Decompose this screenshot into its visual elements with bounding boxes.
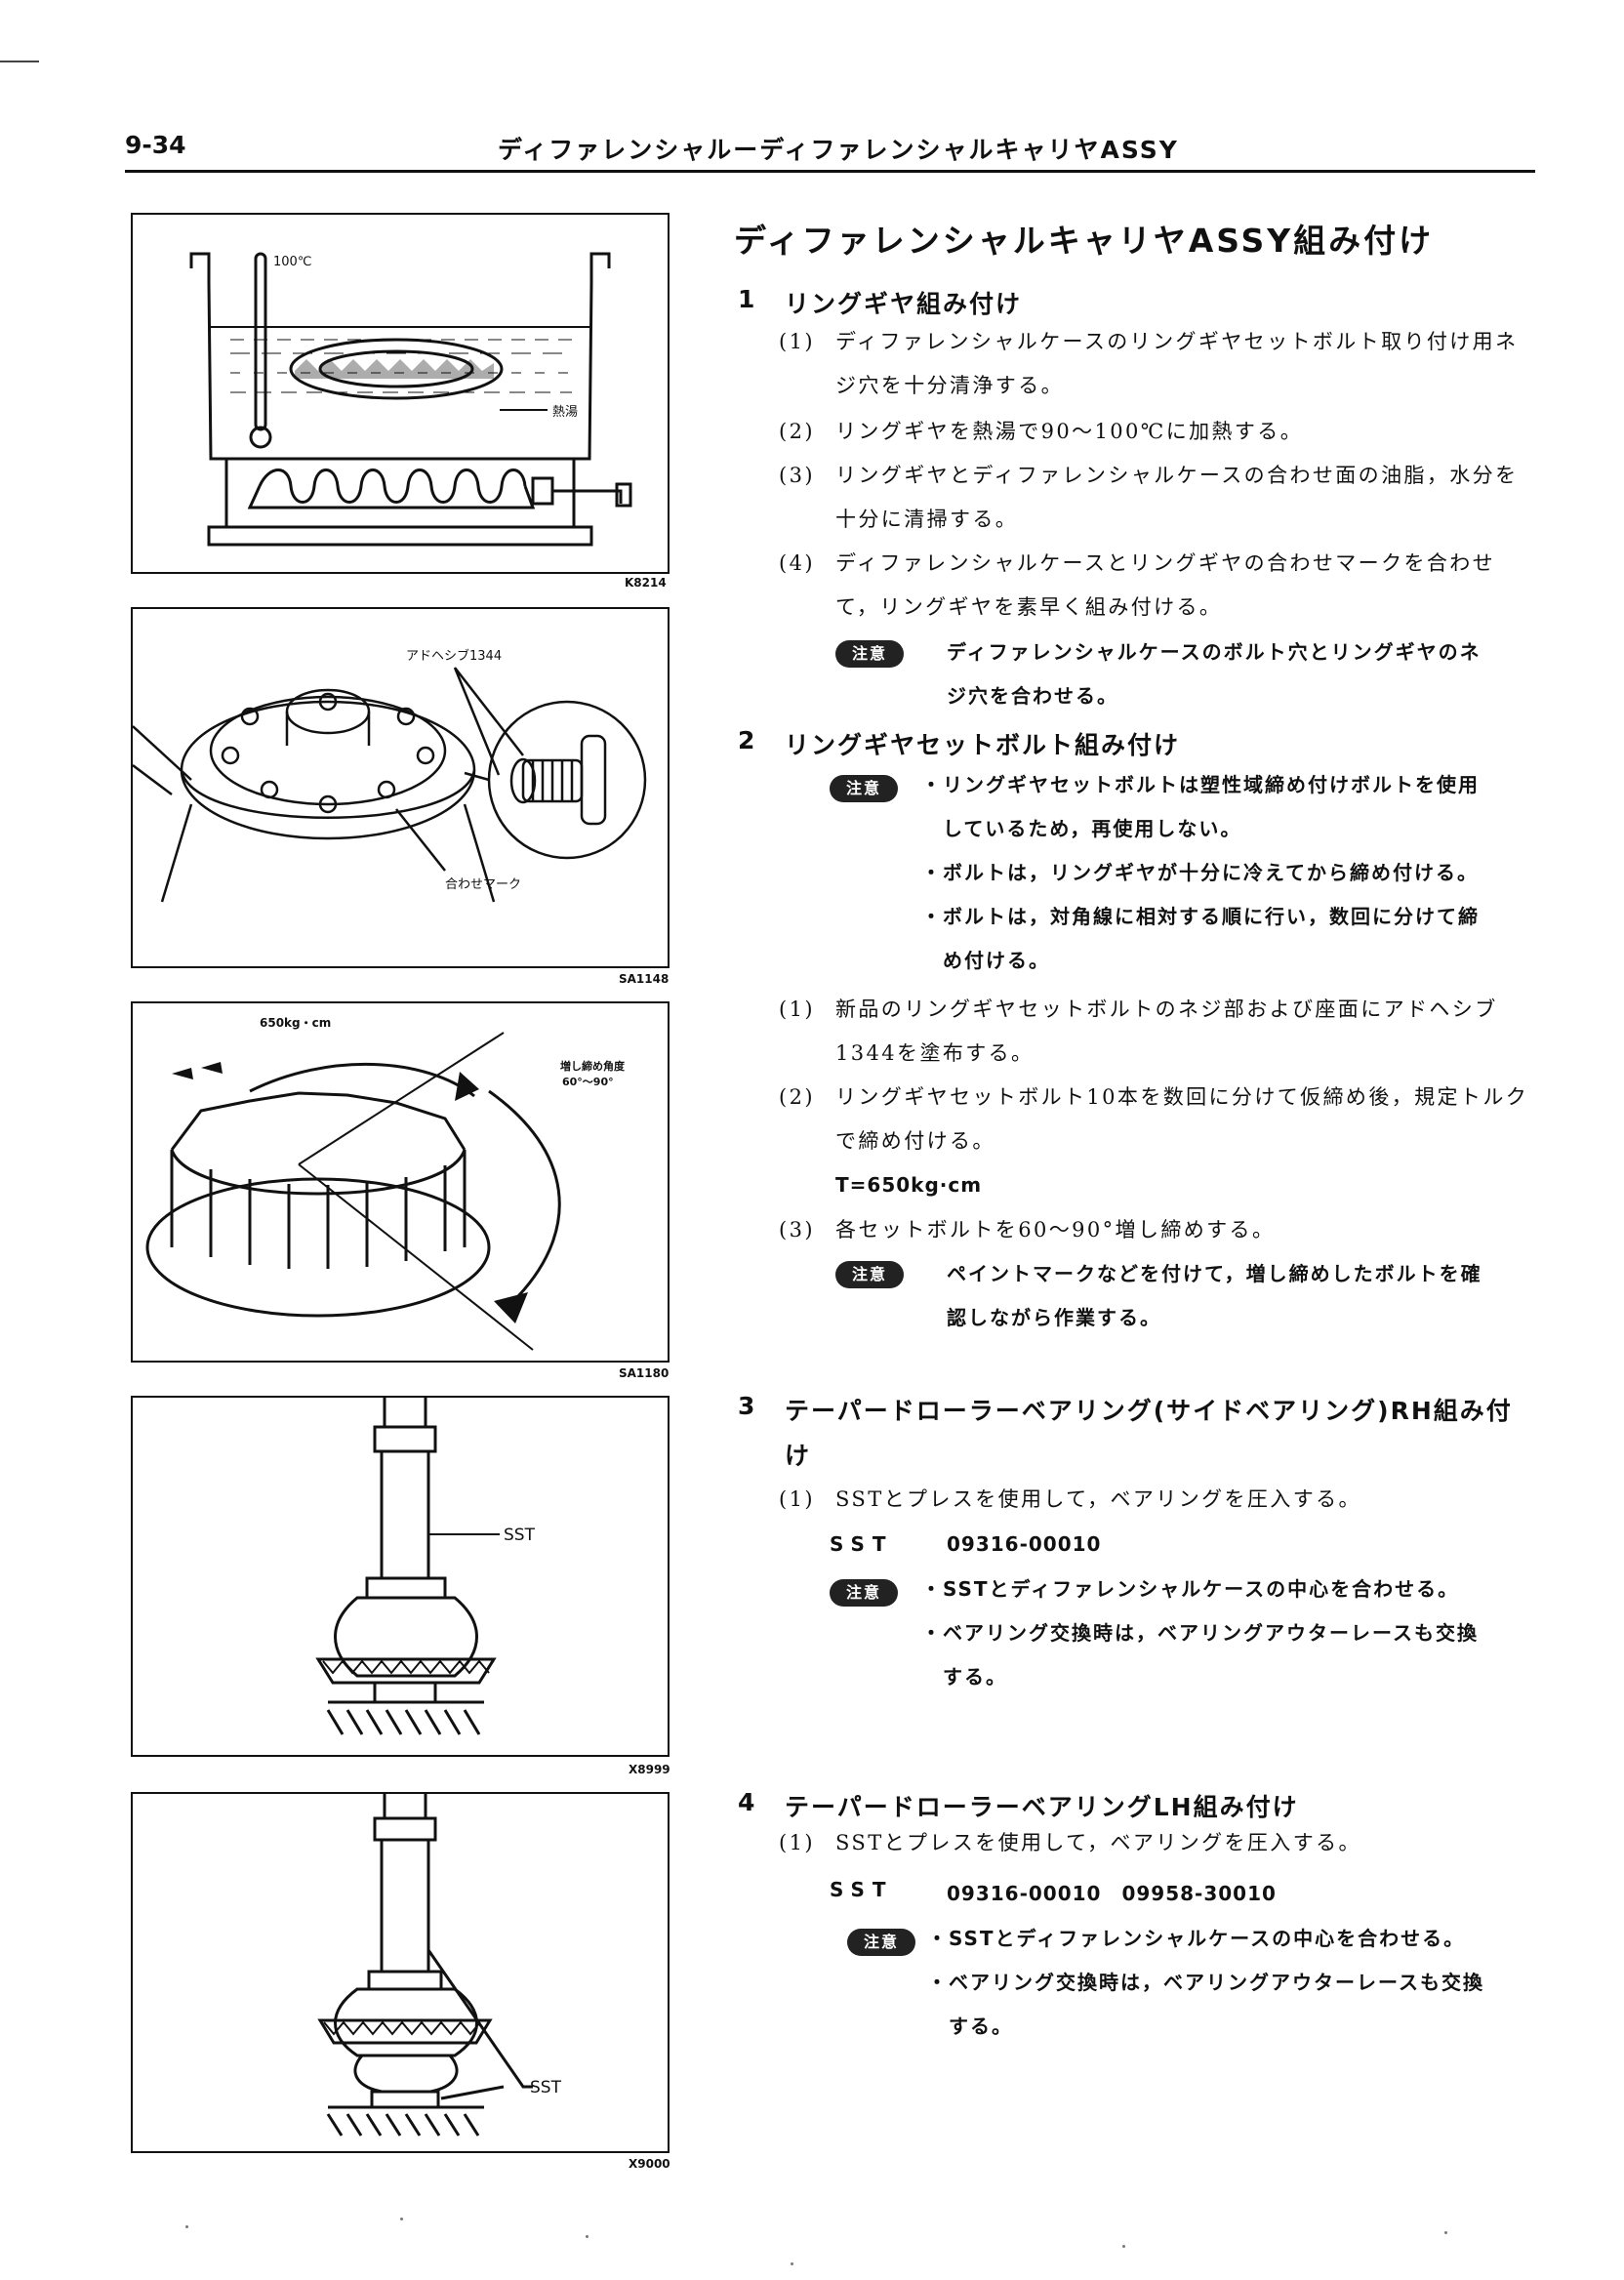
caution-line: ・ボルトは，リングギヤが十分に冷えてから締め付ける。 bbox=[921, 861, 1479, 884]
item-number: (1) bbox=[779, 1831, 815, 1854]
figure-hot-water-bath: 100℃ 熱湯 bbox=[131, 213, 670, 574]
hot-water-bath-illustration: 100℃ 熱湯 bbox=[189, 252, 632, 547]
item-number: (2) bbox=[779, 420, 815, 443]
figure-sst-press-lh: SST bbox=[131, 1792, 670, 2153]
step-title: テーパードローラーベアリング(サイドベアリング)RH組み付 bbox=[785, 1397, 1513, 1425]
figure-code: X9000 bbox=[629, 2157, 670, 2171]
figure-code: K8214 bbox=[625, 576, 667, 590]
caution-line: ・ベアリング交換時は，ベアリングアウターレースも交換 bbox=[927, 1971, 1484, 1994]
caution-line: ジ穴を合わせる。 bbox=[947, 684, 1118, 708]
caution-badge: 注意 bbox=[835, 1261, 904, 1288]
step-title: リングギヤセットボルト組み付け bbox=[785, 731, 1181, 759]
scan-speck bbox=[185, 2225, 188, 2228]
figure-label-match-mark: 合わせマーク bbox=[445, 877, 521, 892]
figure-adhesive-bolt: アドヘシブ1344 合わせマーク bbox=[131, 607, 670, 968]
figure-torque-angle: 650kg・cm 増し締め角度 60°～90° bbox=[131, 1001, 670, 1363]
item-text: リングギヤを熱湯で90～100℃に加熱する。 bbox=[835, 420, 1304, 443]
step-title-continued: け bbox=[785, 1442, 812, 1470]
sst-numbers: 09316-00010 09958-30010 bbox=[947, 1882, 1277, 1905]
torque-spec: T=650kg·cm bbox=[835, 1173, 983, 1197]
sst-numbers: 09316-00010 bbox=[947, 1532, 1102, 1556]
torque-angle-illustration: 650kg・cm 増し締め角度 60°～90° bbox=[145, 1016, 626, 1351]
header-rule bbox=[125, 170, 1535, 173]
item-number: (3) bbox=[779, 464, 815, 487]
caution-badge: 注意 bbox=[835, 640, 904, 668]
figure-label-adhesive: アドヘシブ1344 bbox=[406, 648, 502, 664]
step-4-caution: ・SSTとディファレンシャルケースの中心を合わせる。 ・ベアリング交換時は，ベア… bbox=[927, 1917, 1484, 2049]
caution-line: する。 bbox=[927, 2015, 1013, 2038]
caution-line: する。 bbox=[921, 1665, 1007, 1689]
item-text: リングギヤセットボルト10本を数回に分けて仮締め後，規定トルクで締め付ける。 bbox=[835, 1085, 1529, 1153]
figure-label-temp: 100℃ bbox=[273, 255, 311, 269]
figure-sst-press-rh: SST bbox=[131, 1396, 670, 1757]
caution-line: しているため，再使用しない。 bbox=[921, 817, 1242, 840]
step-number: 3 bbox=[738, 1392, 757, 1420]
item-number: (1) bbox=[779, 1487, 815, 1511]
step-2-caution: ・リングギヤセットボルトは塑性域締め付けボルトを使用 しているため，再使用しない… bbox=[921, 763, 1480, 983]
caution-line: 認しながら作業する。 bbox=[947, 1306, 1161, 1329]
step-3-caution: ・SSTとディファレンシャルケースの中心を合わせる。 ・ベアリング交換時は，ベア… bbox=[921, 1568, 1479, 1699]
figure-code: X8999 bbox=[629, 1763, 670, 1776]
caution-badge: 注意 bbox=[830, 775, 898, 802]
sst-label: SST bbox=[830, 1532, 894, 1556]
page-number: 9-34 bbox=[125, 131, 186, 159]
caution-line: ディファレンシャルケースのボルト穴とリングギヤのネ bbox=[947, 640, 1482, 664]
caution-line: め付ける。 bbox=[921, 949, 1050, 972]
figure-label-angle: 60°～90° bbox=[562, 1076, 614, 1088]
item-text: 各セットボルトを60～90°増し締めする。 bbox=[835, 1218, 1276, 1242]
step-title: テーパードローラーベアリングLH組み付け bbox=[785, 1793, 1299, 1821]
step-1-caution: ディファレンシャルケースのボルト穴とリングギヤのネ ジ穴を合わせる。 bbox=[947, 631, 1482, 718]
step-number: 2 bbox=[738, 726, 757, 754]
caution-badge: 注意 bbox=[830, 1579, 898, 1607]
item-text: SSTとプレスを使用して，ベアリングを圧入する。 bbox=[835, 1831, 1361, 1854]
item-number: (4) bbox=[779, 551, 815, 575]
step-2-caution-2: ペイントマークなどを付けて，増し締めしたボルトを確 認しながら作業する。 bbox=[947, 1252, 1482, 1340]
figure-label-angle-title: 増し締め角度 bbox=[560, 1059, 626, 1073]
caution-line: ・ベアリング交換時は，ベアリングアウターレースも交換 bbox=[921, 1621, 1479, 1645]
item-number: (1) bbox=[779, 330, 815, 353]
item-text: SSTとプレスを使用して，ベアリングを圧入する。 bbox=[835, 1487, 1361, 1511]
step-number: 4 bbox=[738, 1788, 757, 1816]
section-title: ディファレンシャルキャリヤASSY組み付け bbox=[734, 222, 1435, 260]
sst-label: SST bbox=[830, 1878, 894, 1901]
item-text: ディファレンシャルケースとリングギヤの合わせマークを合わせて，リングギヤを素早く… bbox=[835, 551, 1496, 619]
item-number: (2) bbox=[779, 1085, 815, 1109]
bearing-press-lh-illustration: SST bbox=[317, 1794, 562, 2137]
caution-line: ・リングギヤセットボルトは塑性域締め付けボルトを使用 bbox=[921, 773, 1480, 796]
bearing-press-rh-illustration: SST bbox=[315, 1398, 536, 1735]
figure-label-sst: SST bbox=[504, 1526, 536, 1545]
figure-label-hot-water: 熱湯 bbox=[552, 405, 578, 420]
figure-label-sst: SST bbox=[530, 2078, 562, 2097]
corner-mark bbox=[0, 61, 39, 62]
item-text: ディファレンシャルケースのリングギヤセットボルト取り付け用ネジ穴を十分清浄する。 bbox=[835, 330, 1519, 397]
scan-speck bbox=[400, 2218, 403, 2220]
caution-badge: 注意 bbox=[847, 1929, 915, 1956]
item-text: リングギヤとディファレンシャルケースの合わせ面の油脂，水分を十分に清掃する。 bbox=[835, 464, 1519, 531]
item-number: (3) bbox=[779, 1218, 815, 1242]
item-number: (1) bbox=[779, 998, 815, 1021]
step-title: リングギヤ組み付け bbox=[785, 290, 1023, 318]
caution-line: ペイントマークなどを付けて，増し締めしたボルトを確 bbox=[947, 1262, 1482, 1285]
item-text: 新品のリングギヤセットボルトのネジ部および座面にアドヘシブ1344を塗布する。 bbox=[835, 998, 1498, 1065]
scan-speck bbox=[791, 2262, 793, 2265]
step-number: 1 bbox=[738, 285, 757, 313]
caution-line: ・SSTとディファレンシャルケースの中心を合わせる。 bbox=[921, 1577, 1460, 1601]
page-header-title: ディファレンシャルーディファレンシャルキャリヤASSY bbox=[498, 136, 1179, 164]
scan-speck bbox=[1122, 2245, 1125, 2248]
scan-speck bbox=[1444, 2231, 1447, 2234]
scan-speck bbox=[586, 2235, 589, 2238]
caution-line: ・ボルトは，対角線に相対する順に行い，数回に分けて締 bbox=[921, 905, 1480, 928]
figure-label-torque: 650kg・cm bbox=[260, 1016, 331, 1030]
figure-code: SA1148 bbox=[619, 972, 670, 986]
ring-gear-adhesive-illustration: アドヘシブ1344 合わせマーク bbox=[133, 648, 647, 903]
caution-line: ・SSTとディファレンシャルケースの中心を合わせる。 bbox=[927, 1927, 1466, 1950]
figure-code: SA1180 bbox=[619, 1366, 670, 1380]
